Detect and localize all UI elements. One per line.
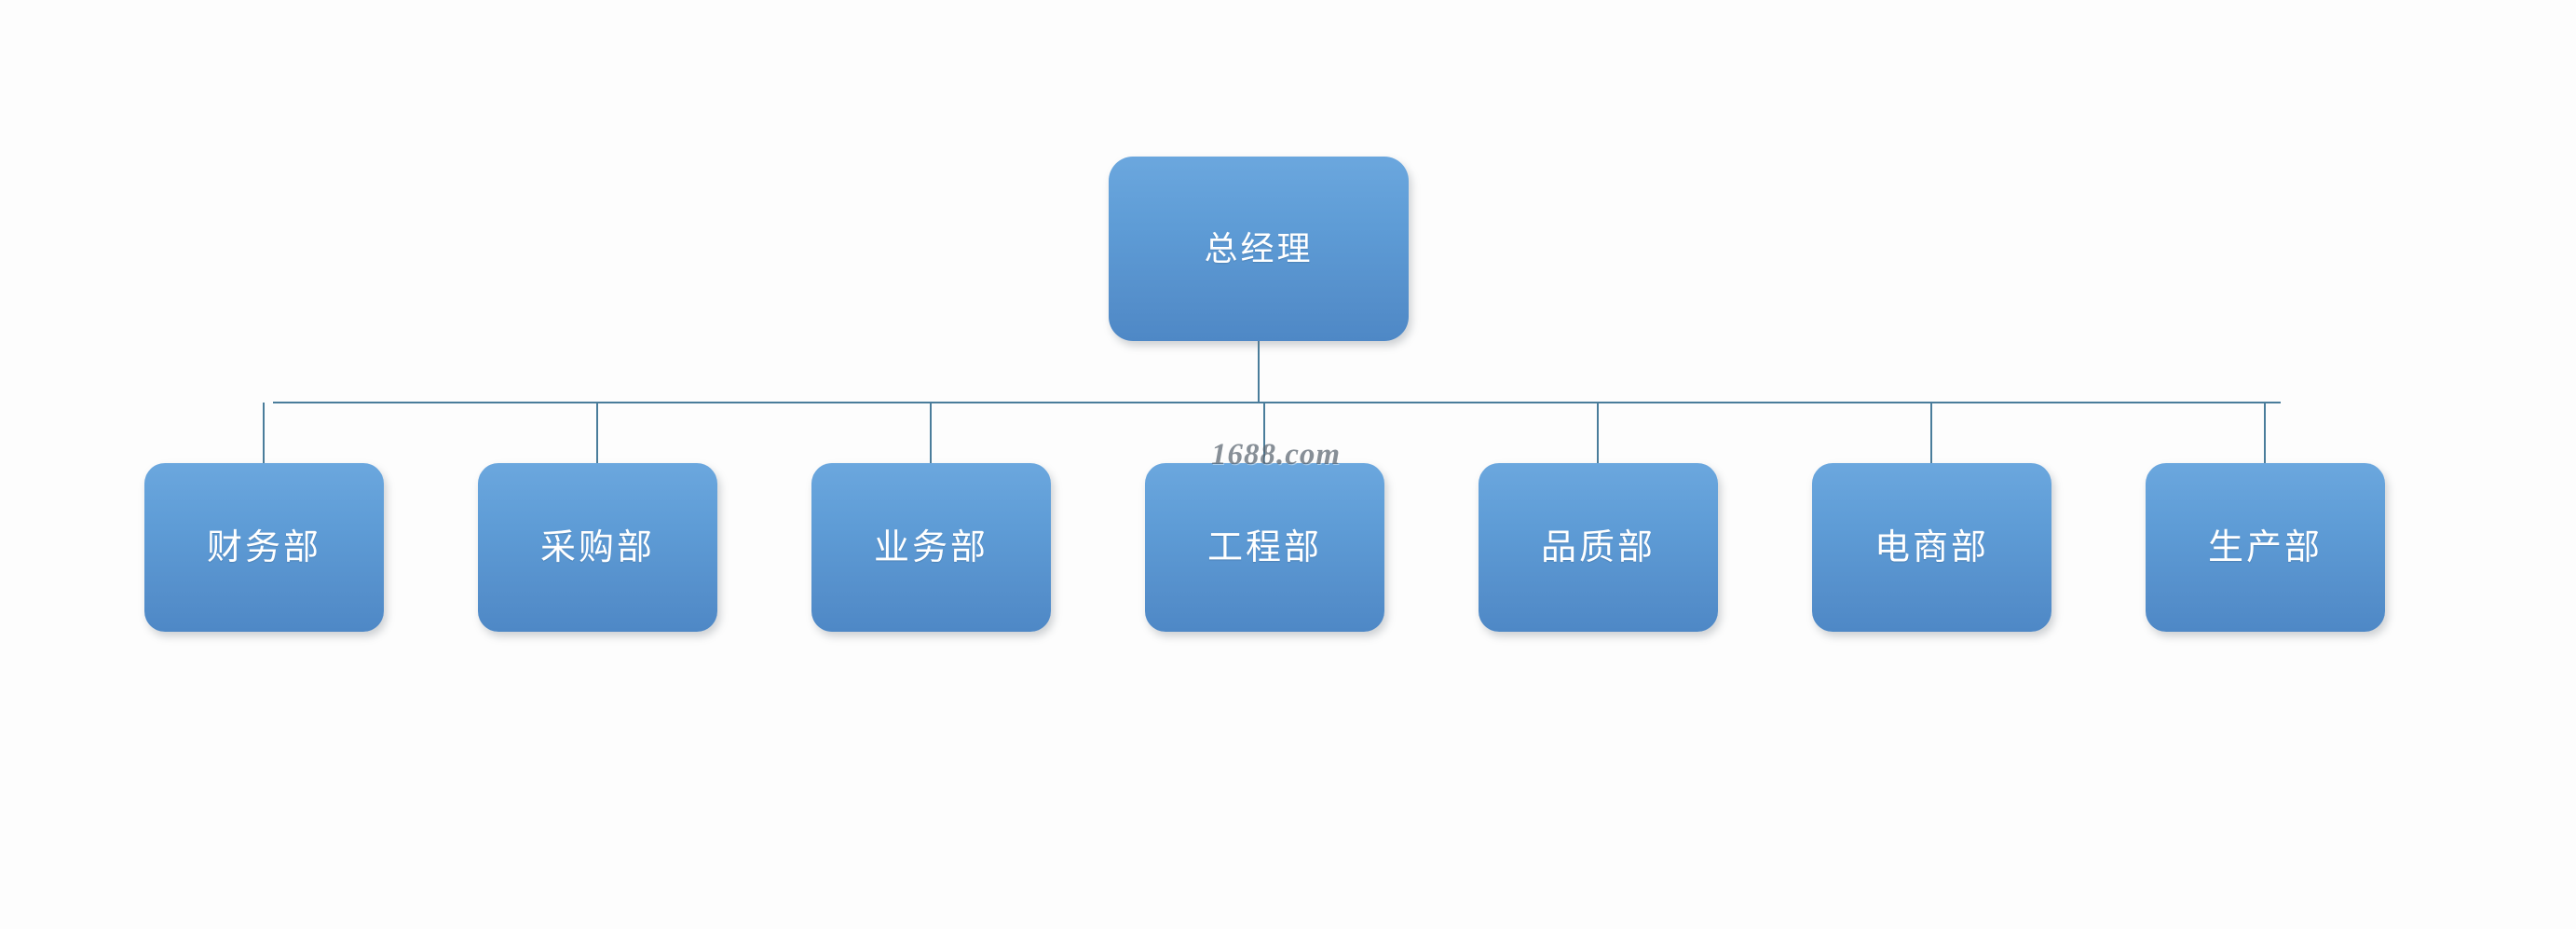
org-node-child[interactable]: 采购部 — [478, 463, 717, 632]
org-node-child-label: 生产部 — [2207, 527, 2323, 567]
org-node-child-label: 工程部 — [1206, 527, 1322, 567]
org-node-root[interactable]: 总经理 — [1109, 157, 1409, 341]
org-node-child-label: 品质部 — [1540, 527, 1656, 567]
org-node-root-label: 总经理 — [1204, 230, 1314, 267]
org-node-child[interactable]: 生产部 — [2146, 463, 2385, 632]
org-node-child-label: 采购部 — [539, 527, 655, 567]
org-node-child-label: 电商部 — [1874, 527, 1989, 567]
org-node-child[interactable]: 品质部 — [1479, 463, 1718, 632]
org-node-child[interactable]: 业务部 — [811, 463, 1051, 632]
org-node-child-label: 业务部 — [873, 527, 988, 567]
watermark-1688: 1688.com — [1211, 438, 1342, 471]
org-node-child[interactable]: 工程部 — [1145, 463, 1384, 632]
org-node-child[interactable]: 财务部 — [144, 463, 384, 632]
org-node-child[interactable]: 电商部 — [1812, 463, 2051, 632]
org-node-child-label: 财务部 — [206, 527, 321, 567]
